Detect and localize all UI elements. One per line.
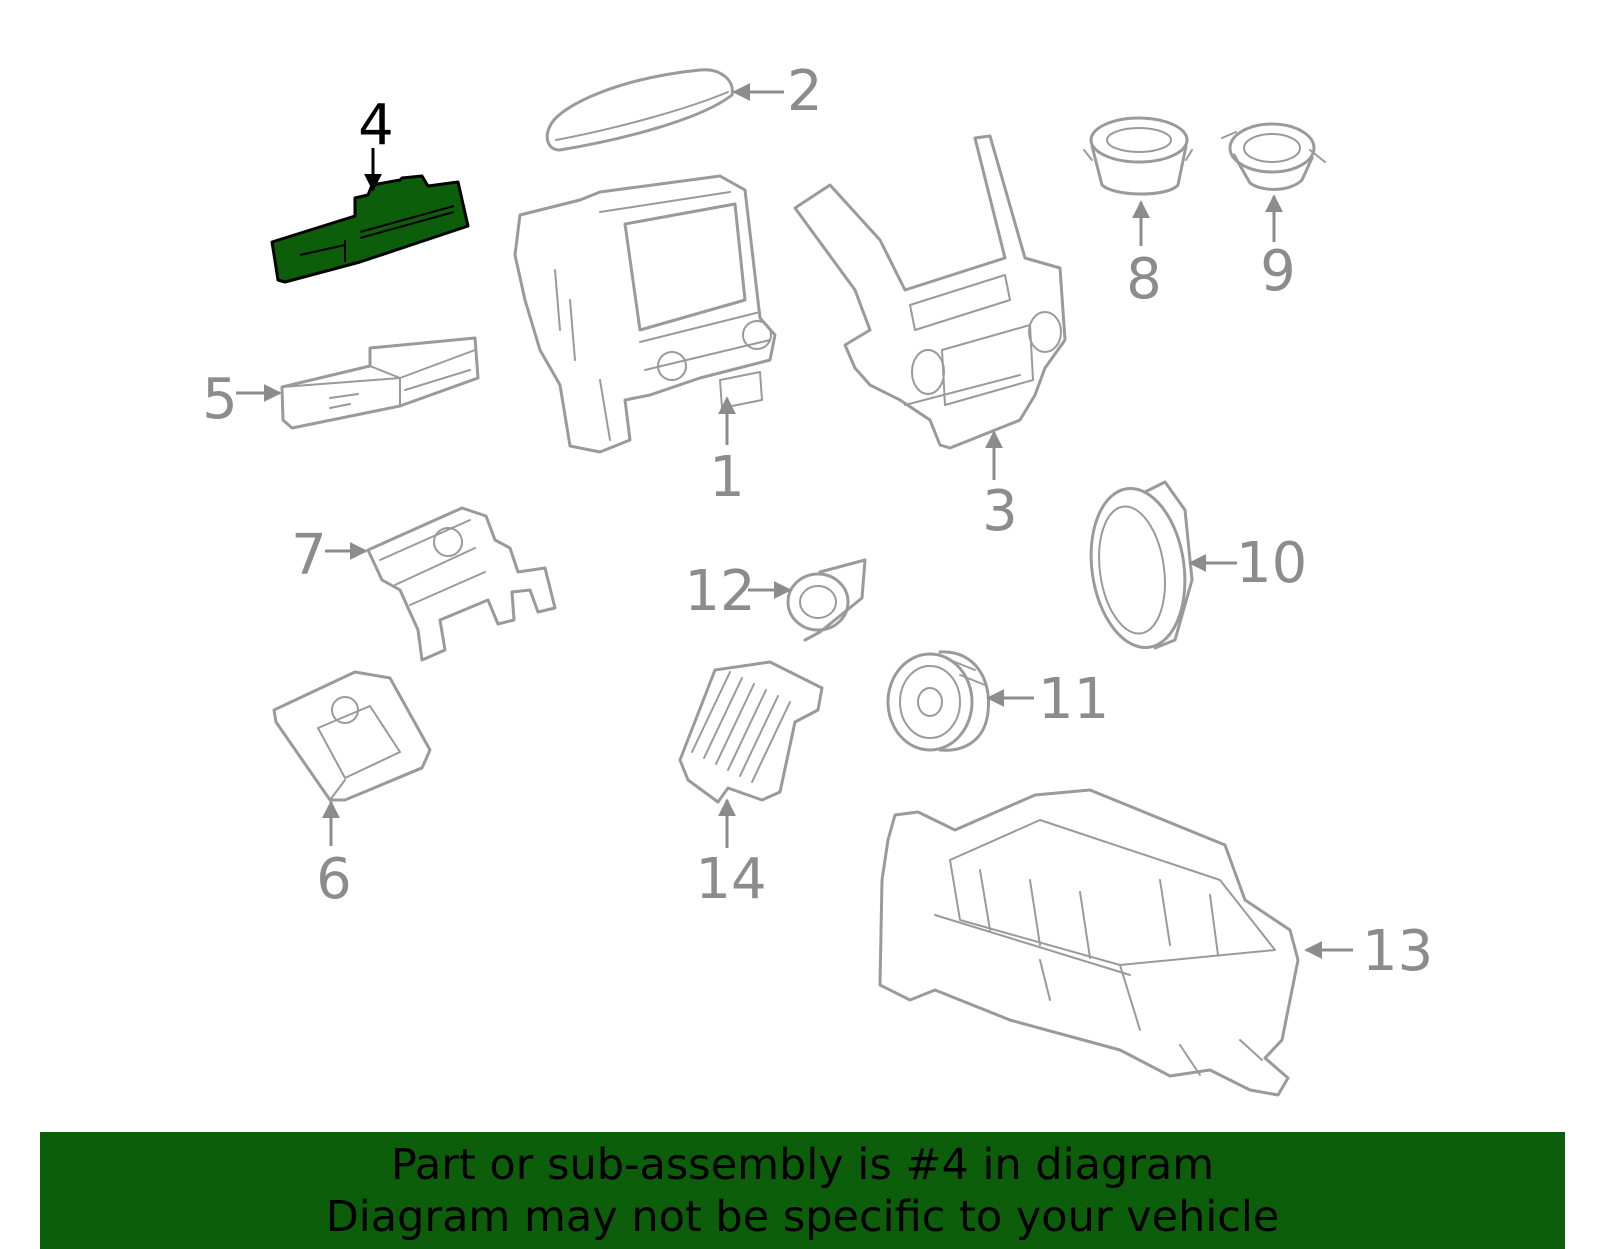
callout-1: 1 (709, 445, 745, 510)
callout-10: 10 (1236, 531, 1307, 596)
callout-2: 2 (787, 59, 823, 124)
callout-12: 12 (684, 559, 755, 624)
banner-line-part: Part or sub-assembly is #4 in diagram (390, 1139, 1215, 1190)
part-3-bezel[interactable] (793, 134, 1067, 450)
part-2-cover[interactable] (545, 68, 734, 152)
part-12-speaker[interactable] (786, 558, 867, 642)
info-banner: Part or sub-assembly is #4 in diagram Di… (40, 1132, 1565, 1249)
callout-13: 13 (1362, 919, 1433, 984)
callout-7: 7 (291, 523, 327, 588)
part-7-bracket[interactable] (366, 506, 557, 662)
callout-9: 9 (1260, 239, 1296, 304)
part-13-subwoofer[interactable] (878, 788, 1300, 1097)
part-9-tweeter[interactable] (1221, 122, 1326, 191)
part-4-module[interactable] (270, 174, 470, 284)
part-11-speaker[interactable] (886, 650, 991, 752)
callout-8: 8 (1126, 247, 1162, 312)
callout-3: 3 (982, 479, 1018, 544)
part-5-module[interactable] (280, 336, 480, 430)
callout-14: 14 (695, 847, 766, 912)
part-6-control-module[interactable] (272, 670, 432, 802)
part-10-speaker[interactable] (1081, 480, 1194, 654)
part-8-speaker[interactable] (1083, 116, 1193, 196)
callout-5: 5 (202, 367, 238, 432)
banner-line-disclaimer: Diagram may not be specific to your vehi… (325, 1191, 1280, 1242)
callout-6: 6 (316, 847, 352, 912)
callout-11: 11 (1038, 667, 1109, 732)
callout-labels: 4 2 8 9 5 1 3 7 10 12 11 6 14 13 (202, 59, 1433, 984)
callout-4: 4 (358, 93, 394, 158)
part-1-radio-display[interactable] (513, 174, 777, 454)
leader-lines (236, 83, 1353, 959)
part-14-amplifier[interactable] (678, 660, 824, 804)
